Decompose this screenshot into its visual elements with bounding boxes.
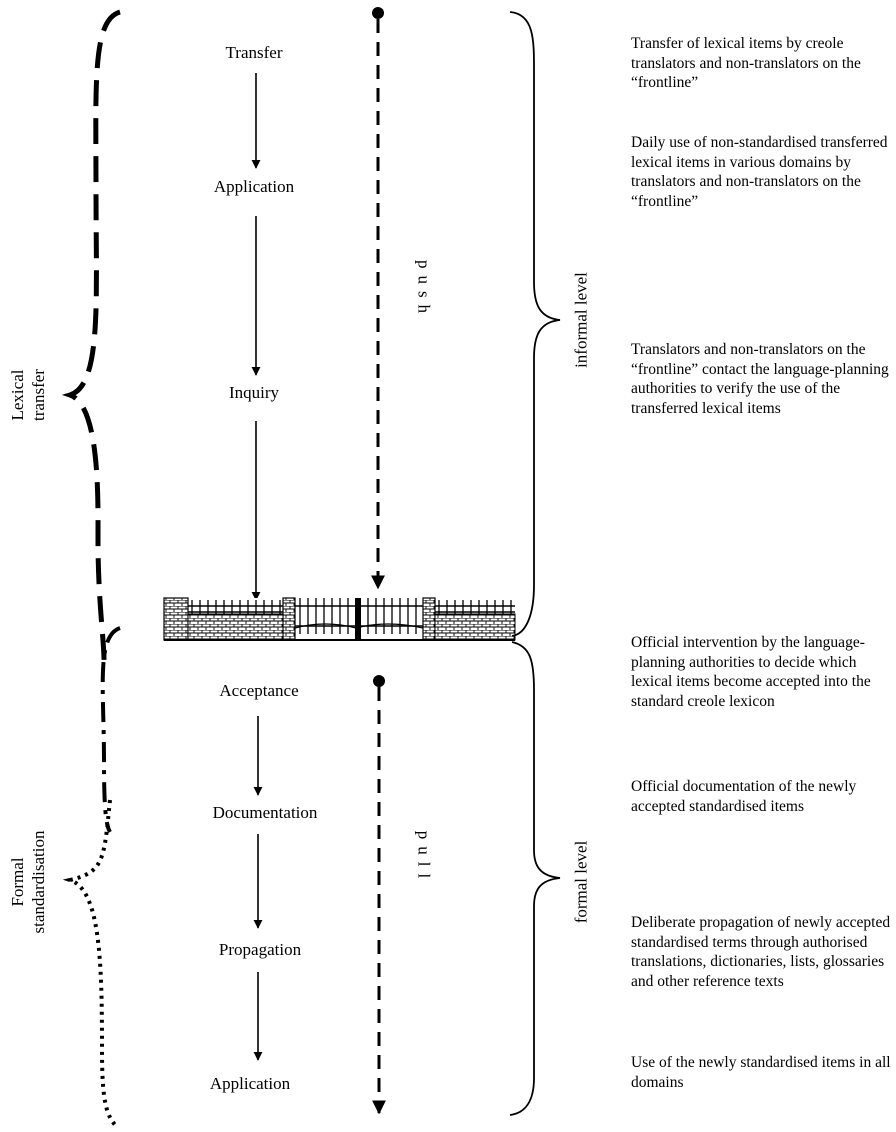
label-formal-standardisation: Formal standardisation [7,831,49,934]
label-formal-line1: Formal [8,857,27,907]
label-formal-level: formal level [571,840,591,924]
formal-standardisation-dashdot-bracket [100,626,121,833]
pull-start-dot [373,675,385,687]
informal-level-brace [509,11,561,637]
label-lexical-line2: transfer [29,369,48,421]
stage-transfer: Transfer [225,43,283,62]
formal-level-brace [509,641,561,1116]
description-transfer: Transfer of lexical items by creole tran… [631,35,861,91]
stage-documentation: Documentation [212,803,318,822]
formal-standardisation-dotted-bracket [62,799,118,1128]
label-lexical-line1: Lexical [8,369,27,421]
stage-acceptance: Acceptance [219,681,299,700]
description-daily-use: Daily use of non-standardised transferre… [631,134,888,210]
description-use: Use of the newly standardised items in a… [631,1054,891,1091]
label-pull: pull [414,830,434,886]
stage-propagation: Propagation [218,940,302,959]
label-push: push [414,259,434,321]
stage-application-formal: Application [209,1074,291,1093]
push-start-dot [372,7,384,19]
gate-fence-icon [163,597,516,641]
lexical-transfer-bracket [61,9,121,661]
description-documentation: Official documentation of the newly acce… [631,778,857,815]
label-lexical-transfer: Lexical transfer [7,369,49,421]
description-acceptance: Official intervention by the language-pl… [631,634,871,710]
stage-application-informal: Application [213,177,295,196]
description-propagation: Deliberate propagation of newly accepted… [631,914,891,990]
description-inquiry: Translators and non-translators on the “… [631,341,889,417]
label-formal-line2: standardisation [29,830,48,934]
label-informal-level: informal level [571,272,591,368]
stage-inquiry: Inquiry [228,383,280,402]
